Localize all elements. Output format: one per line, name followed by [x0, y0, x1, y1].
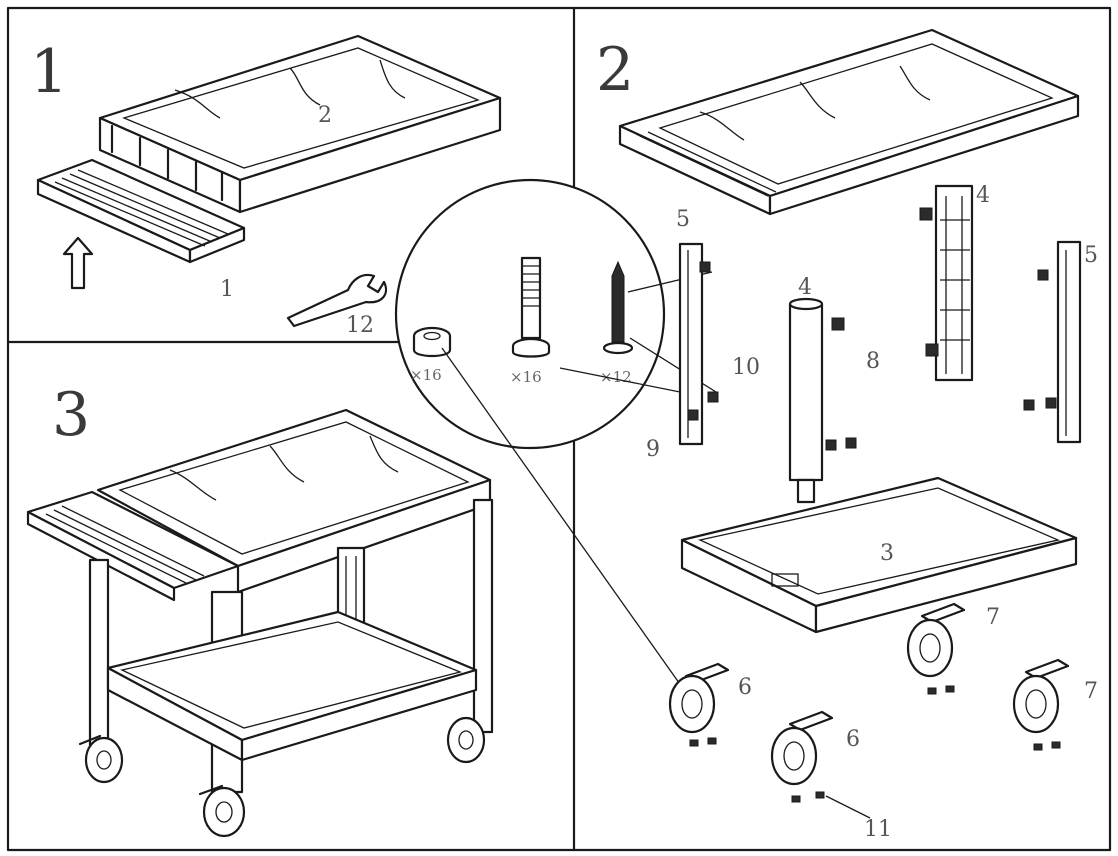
panel-2-bottom-shelf [680, 476, 1078, 634]
panel-1-number: 1 [30, 37, 68, 107]
panel-2-post-4-back [919, 184, 974, 382]
part-label-9: 9 [646, 437, 660, 462]
part-label-10: 10 [732, 355, 760, 380]
part-label-8: 8 [866, 349, 880, 374]
bolt-quantity: ×16 [510, 368, 542, 386]
part-label-3: 3 [880, 541, 894, 566]
caster-7-right [1012, 658, 1070, 751]
panel-1-top-shelf [98, 34, 502, 214]
panel-1-arrow [62, 236, 94, 290]
bolt-leader-line [559, 367, 701, 397]
nut-leader-line [441, 347, 695, 705]
hardware-detail-circle [394, 178, 666, 450]
panel-2-post-5-left [678, 242, 719, 446]
panel-1-wrench [286, 273, 388, 328]
panel-2-post-5-right [1023, 240, 1082, 444]
panel-2-top-shelf [618, 28, 1080, 216]
part-label-11: 11 [864, 817, 892, 842]
part-label-7-right: 7 [1084, 679, 1098, 704]
part-label-1: 1 [220, 277, 234, 302]
screw-quantity: ×12 [600, 368, 632, 386]
part-label-6-left: 6 [738, 675, 752, 700]
part-label-2: 2 [318, 103, 332, 128]
part-label-5-left: 5 [676, 207, 690, 232]
part-label-4-back: 4 [976, 183, 990, 208]
part-label-6-front: 6 [846, 727, 860, 752]
bolt-icon [511, 256, 551, 358]
screw-11-leader-line [825, 795, 871, 819]
nut-icon [412, 326, 452, 358]
part-label-7-back: 7 [986, 605, 1000, 630]
caster-6-front [770, 710, 834, 803]
panel-2-post-4-center [788, 297, 857, 504]
panel-3-number: 3 [52, 380, 90, 450]
screw-icon [602, 260, 634, 355]
part-label-12: 12 [346, 313, 374, 338]
part-label-5-right: 5 [1084, 243, 1098, 268]
caster-6-left [668, 662, 730, 747]
panel-1-tray [36, 158, 246, 264]
part-label-4-center: 4 [798, 275, 812, 300]
panel-2-number: 2 [596, 35, 634, 105]
nut-quantity: ×16 [410, 366, 442, 384]
panel-3-assembled-cart [26, 408, 494, 838]
caster-7-back [906, 602, 966, 695]
